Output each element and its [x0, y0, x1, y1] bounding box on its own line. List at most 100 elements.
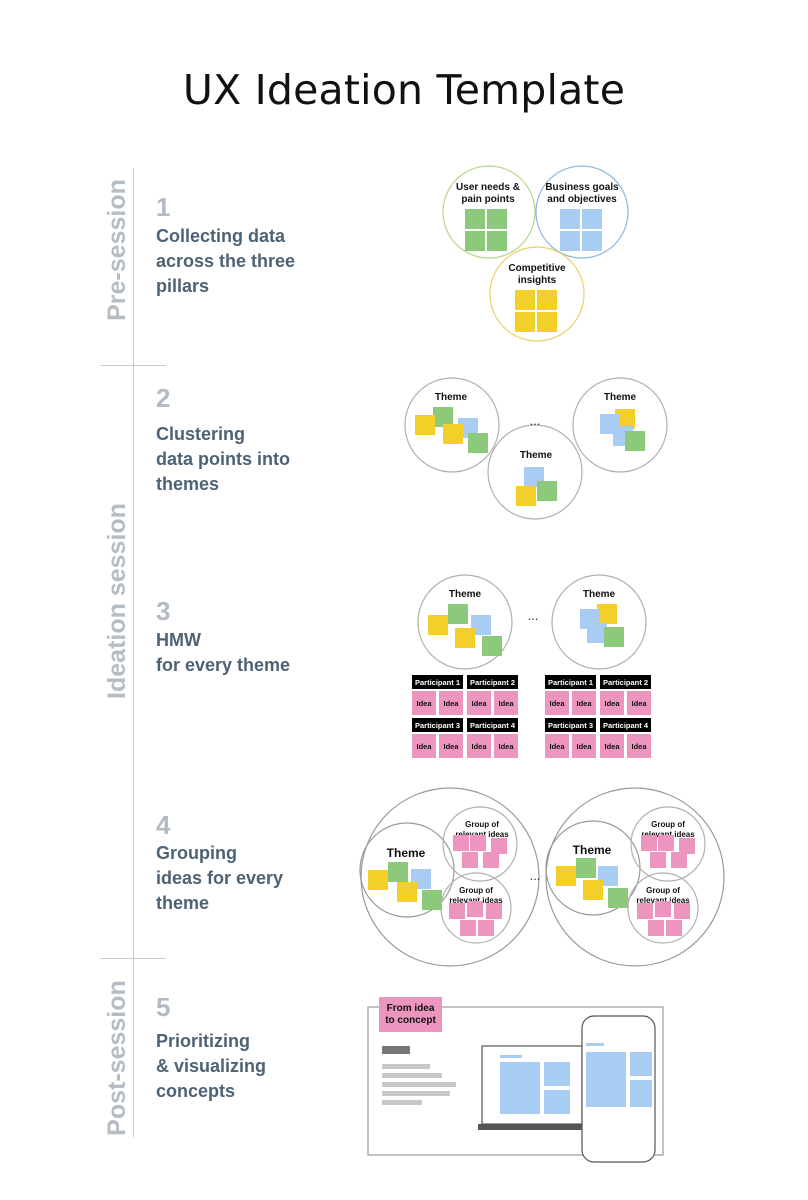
step-3-number: 3	[156, 596, 171, 626]
theme-circle	[417, 574, 513, 670]
theme-circle	[551, 574, 647, 670]
step-4-description: Grouping ideas for every theme	[156, 841, 283, 916]
idea-sticky-note	[494, 734, 518, 758]
sticky-note-green	[465, 231, 485, 251]
idea-label: Idea	[576, 699, 592, 708]
idea-sticky-note	[637, 903, 653, 919]
step-2-description: Clustering data points into themes	[156, 422, 290, 497]
text-placeholder-line	[382, 1100, 422, 1105]
timeline-line-post	[133, 959, 134, 1137]
participant-header	[412, 675, 463, 689]
idea-label: Idea	[631, 699, 647, 708]
theme-circle	[487, 424, 583, 520]
step-4-line: Grouping	[156, 843, 237, 863]
pillar-circle-business-goals	[535, 165, 629, 259]
laptop-base	[478, 1124, 586, 1130]
pillar-label-business-goals: and objectives	[547, 194, 617, 205]
participant-header	[545, 718, 596, 732]
step-3-description: HMW for every theme	[156, 628, 290, 678]
theme-label: Theme	[449, 589, 482, 600]
idea-sticky-note	[467, 734, 491, 758]
idea-sticky-note	[483, 852, 499, 868]
idea-sticky-note	[478, 920, 494, 936]
participant-header	[600, 718, 651, 732]
theme-label: Theme	[604, 392, 637, 403]
pillar-label-competitive: insights	[518, 275, 557, 286]
step-4-number: 4	[156, 810, 171, 840]
step-5-description: Prioritizing & visualizing concepts	[156, 1029, 266, 1104]
step-5-line: & visualizing	[156, 1056, 267, 1076]
idea-group-circle	[630, 806, 706, 882]
sticky-note	[443, 424, 463, 444]
idea-sticky-note	[641, 835, 657, 851]
step-3-line: for every theme	[156, 655, 291, 675]
idea-group-label: relevant ideas	[449, 896, 503, 905]
idea-sticky-note	[467, 691, 491, 715]
step-2-line: themes	[156, 474, 220, 494]
participant-header	[467, 675, 518, 689]
ellipsis: ...	[530, 413, 541, 428]
step-2-line: data points into	[156, 449, 290, 469]
pillar-label-business-goals: Business goals	[545, 182, 619, 193]
sticky-note	[576, 858, 596, 878]
sticky-note	[537, 481, 557, 501]
ellipsis: ...	[528, 608, 539, 623]
idea-sticky-note	[453, 835, 469, 851]
sticky-note-blue	[582, 209, 602, 229]
timeline-divider-2	[100, 958, 166, 959]
idea-sticky-note	[600, 734, 624, 758]
participant-label: Participant 4	[470, 721, 516, 730]
pillar-circle-user-needs	[442, 165, 536, 259]
idea-sticky-note	[545, 734, 569, 758]
idea-sticky-note	[449, 903, 465, 919]
idea-sticky-note	[648, 920, 664, 936]
sticky-note	[455, 628, 475, 648]
idea-sticky-note	[467, 901, 483, 917]
idea-group-label: Group of	[651, 820, 685, 829]
idea-label: Idea	[471, 699, 487, 708]
idea-sticky-note	[412, 734, 436, 758]
sticky-note	[604, 627, 624, 647]
sticky-note	[556, 866, 576, 886]
sticky-note	[433, 407, 453, 427]
sticky-note-yellow	[515, 312, 535, 332]
step-4-line: theme	[156, 893, 210, 913]
ellipsis: ...	[530, 868, 541, 883]
step-4-line: ideas for every	[156, 868, 284, 888]
participant-label: Participant 2	[470, 678, 515, 687]
timeline-line-pre	[133, 168, 134, 365]
step-1-description: Collecting data across the three pillars	[156, 224, 295, 299]
theme-label: Theme	[573, 843, 612, 857]
sticky-note	[587, 623, 607, 643]
pillar-circle-competitive	[489, 246, 585, 342]
step-2-number: 2	[156, 383, 171, 413]
idea-sticky-note	[439, 734, 463, 758]
idea-label: Idea	[576, 742, 592, 751]
concept-label: to concept	[385, 1015, 436, 1026]
idea-sticky-note	[460, 920, 476, 936]
phone-content-block	[586, 1043, 604, 1046]
idea-label: Idea	[498, 699, 514, 708]
step-5-number: 5	[156, 992, 171, 1022]
concept-frame	[367, 1006, 664, 1156]
participant-label: Participant 2	[603, 678, 648, 687]
laptop-content-block	[544, 1062, 570, 1086]
idea-sticky-note	[572, 691, 596, 715]
idea-sticky-note	[679, 838, 695, 854]
idea-sticky-note	[412, 691, 436, 715]
idea-sticky-note	[666, 920, 682, 936]
idea-label: Idea	[604, 742, 620, 751]
laptop-content-block	[500, 1062, 540, 1114]
idea-sticky-note	[600, 691, 624, 715]
idea-sticky-note	[491, 838, 507, 854]
idea-sticky-note	[572, 734, 596, 758]
idea-sticky-note	[650, 852, 666, 868]
sticky-note-blue	[582, 231, 602, 251]
idea-label: Idea	[549, 699, 565, 708]
step-2-line: Clustering	[156, 424, 246, 444]
theme-circle	[404, 377, 500, 473]
sticky-note-yellow	[537, 312, 557, 332]
page-title: UX Ideation Template	[182, 66, 626, 114]
participant-header	[467, 718, 518, 732]
